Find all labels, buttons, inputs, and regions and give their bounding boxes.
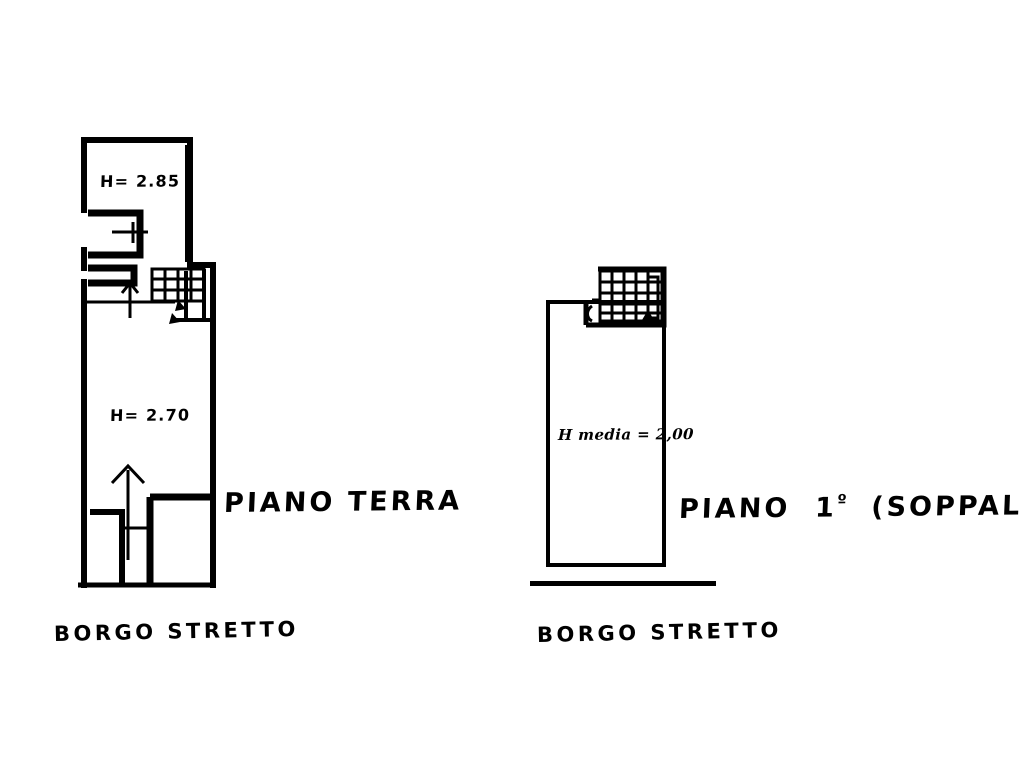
shop-front-block	[146, 493, 213, 585]
mezzanine-title: PIANO 1º (SOPPAL	[678, 488, 1023, 525]
ground-floor-outer-walls	[81, 137, 216, 588]
stair-arrowhead-lower	[169, 313, 180, 324]
mezzanine-title-word: PIANO	[678, 492, 791, 525]
vestibule-inner-line	[120, 526, 150, 583]
mezzanine-average-height-label: H media = 2,00	[557, 425, 695, 444]
direction-arrow-entrance	[110, 463, 146, 560]
mezzanine-stair-arrowhead	[642, 310, 654, 320]
height-label-main-room: H= 2.70	[109, 405, 191, 425]
vestibule-walls	[90, 509, 125, 585]
ground-floor-street-label: BORGO STRETTO	[53, 616, 300, 646]
mezzanine-street-line	[530, 581, 716, 586]
height-label-upper-room: H= 2.85	[99, 171, 181, 191]
mezzanine-title-floor-number: 1	[814, 492, 838, 524]
mezzanine-staircase	[583, 266, 667, 328]
stair-arrowhead-upper	[175, 300, 186, 311]
ground-floor-title: PIANO TERRA	[223, 485, 463, 519]
mezzanine-title-paren-tail: (SOPPAL	[870, 490, 1023, 523]
ground-floor-plan-graphic	[78, 137, 216, 588]
mezzanine-plan-graphic	[530, 266, 716, 586]
corridor-step-wall	[88, 264, 138, 287]
direction-arrow-upper	[120, 280, 140, 318]
mezzanine-street-label: BORGO STRETTO	[536, 617, 783, 647]
wc-door-symbol	[112, 222, 148, 243]
ground-floor-staircase	[150, 267, 210, 324]
